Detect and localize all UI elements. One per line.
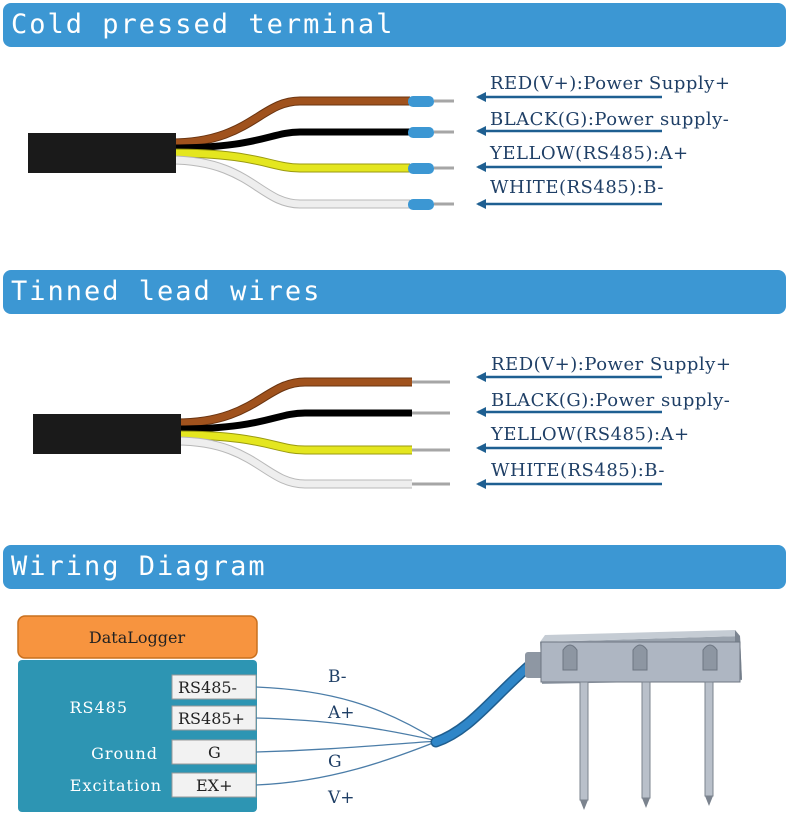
- connection-wires: [255, 686, 439, 786]
- section-header-cold-pressed: Cold pressed terminal: [3, 3, 786, 47]
- group-label-ground: Ground: [91, 744, 158, 763]
- group-label-rs485: RS485: [69, 698, 128, 717]
- ferrules: [408, 96, 454, 210]
- label-red: RED(V+):Power Supply+: [490, 73, 730, 94]
- tinned-label-white: WHITE(RS485):B-: [491, 460, 665, 481]
- terminal-rs485-minus: RS485-: [178, 678, 237, 697]
- conn-label-v-plus: V+: [327, 788, 355, 808]
- terminal-rs485-plus: RS485+: [178, 709, 245, 728]
- datalogger-title-box: [17, 615, 258, 659]
- tinned-label-yellow: YELLOW(RS485):A+: [490, 424, 690, 445]
- conn-label-a-plus: A+: [327, 703, 355, 723]
- conn-label-b-minus: B-: [328, 667, 347, 687]
- wire-black: [169, 128, 410, 152]
- tinned-cable-jacket: [33, 414, 181, 454]
- tinned-label-red: RED(V+):Power Supply+: [491, 354, 731, 375]
- tinned-label-black: BLACK(G):Power supply-: [491, 390, 730, 411]
- label-white: WHITE(RS485):B-: [490, 177, 664, 198]
- label-black: BLACK(G):Power supply-: [490, 109, 729, 130]
- cold-pressed-cable: [28, 96, 454, 210]
- conn-label-g: G: [328, 752, 342, 772]
- tinned-labels: RED(V+):Power Supply+ BLACK(G):Power sup…: [476, 354, 731, 489]
- tinned-wire-white: [175, 437, 412, 488]
- datalogger-title: DataLogger: [89, 628, 186, 647]
- soil-sensor: [525, 630, 742, 810]
- datalogger: DataLogger RS485 Ground Excitation RS485…: [17, 615, 258, 812]
- tinned-cable: [33, 377, 450, 489]
- terminal-ex-plus: EX+: [196, 776, 232, 795]
- group-label-excitation: Excitation: [70, 776, 162, 795]
- tinned-wire-black: [175, 409, 412, 433]
- cold-pressed-labels: RED(V+):Power Supply+ BLACK(G):Power sup…: [476, 73, 730, 209]
- tinned-wire-red: [175, 378, 412, 427]
- tinned-wire-yellow: [175, 431, 412, 454]
- section-header-wiring: Wiring Diagram: [3, 545, 786, 589]
- wire-yellow: [169, 149, 410, 172]
- terminal-g: G: [208, 743, 221, 762]
- label-yellow: YELLOW(RS485):A+: [489, 143, 689, 164]
- cable-jacket: [28, 133, 176, 173]
- section-header-tinned: Tinned lead wires: [3, 270, 786, 314]
- terminal-boxes: [171, 674, 257, 798]
- wire-white: [169, 156, 410, 208]
- wire-red: [169, 97, 410, 147]
